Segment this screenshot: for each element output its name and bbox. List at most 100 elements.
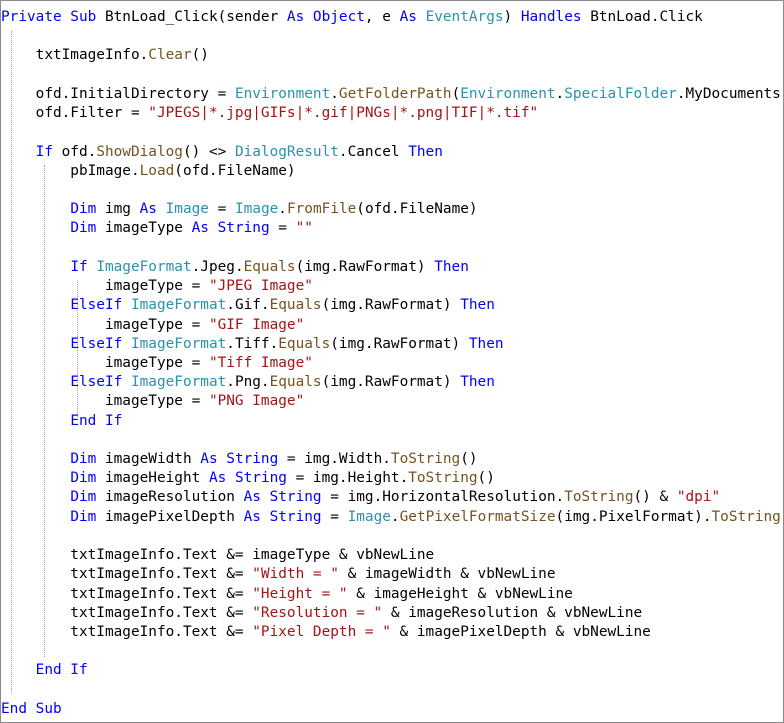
code-text: pbImage. (1, 162, 140, 179)
code-line[interactable]: Dim imageResolution As String = img.Hori… (1, 488, 783, 507)
code-text: ofd. (52, 143, 97, 160)
code-type: Image (347, 508, 391, 525)
code-text: txtImageInfo.Text &= (1, 624, 253, 640)
code-text: txtImageInfo.Text &= (1, 566, 253, 583)
code-text: imageType = (1, 316, 209, 333)
code-string: "dpi" (676, 489, 721, 506)
code-keyword: As (243, 489, 261, 506)
code-text: imagePixelDepth (96, 508, 244, 525)
code-line[interactable]: If ImageFormat.Jpeg.Equals(img.RawFormat… (1, 258, 783, 277)
code-keyword: String (226, 451, 279, 468)
code-listing[interactable]: Private Sub BtnLoad_Click(sender As Obje… (1, 8, 784, 719)
code-line[interactable]: ElseIf ImageFormat.Gif.Equals(img.RawFor… (1, 296, 783, 315)
code-line[interactable]: imageType = "GIF Image" (1, 316, 783, 335)
code-line[interactable] (1, 123, 783, 142)
code-method: GetPixelFormatSize (399, 508, 556, 525)
code-line[interactable]: ofd.Filter = "JPEGS|*.jpg|GIFs|*.gif|PNG… (1, 104, 783, 123)
code-keyword: Then (460, 297, 495, 314)
code-type: ImageFormat (130, 297, 227, 314)
code-line[interactable]: Dim img As Image = Image.FromFile(ofd.Fi… (1, 200, 783, 219)
code-keyword: Then (468, 335, 504, 352)
code-line[interactable]: imageType = "JPEG Image" (1, 277, 783, 296)
code-keyword: Then (434, 258, 469, 275)
code-method: Equals (269, 297, 322, 314)
code-text (1, 470, 70, 486)
code-text: BtnLoad.Click (581, 9, 703, 25)
code-text: imageWidth (96, 451, 201, 468)
code-text: txtImageInfo.Text &= (1, 585, 253, 602)
code-line[interactable] (1, 642, 783, 661)
code-text: ofd.Filter = (1, 105, 149, 122)
code-keyword: Private Sub (1, 9, 97, 25)
code-string: "JPEG Image" (208, 278, 313, 295)
code-text: .Png. (226, 374, 270, 391)
code-keyword: String (269, 489, 322, 506)
code-line[interactable]: ElseIf ImageFormat.Tiff.Equals(img.RawFo… (1, 335, 783, 354)
code-line[interactable]: pbImage.Load(ofd.FileName) (1, 162, 783, 181)
code-keyword: As (139, 201, 157, 218)
code-text: txtImageInfo.Text &= (1, 604, 253, 621)
code-line[interactable]: txtImageInfo.Text &= "Width = " & imageW… (1, 565, 783, 584)
code-line[interactable]: txtImageInfo.Text &= "Pixel Depth = " & … (1, 623, 783, 642)
code-line[interactable] (1, 27, 783, 46)
code-type: ImageFormat (130, 335, 227, 352)
code-text: . (390, 508, 400, 525)
code-line[interactable]: Dim imageWidth As String = img.Width.ToS… (1, 450, 783, 469)
code-keyword: As (286, 9, 305, 25)
code-line[interactable]: ElseIf ImageFormat.Png.Equals(img.RawFor… (1, 373, 783, 392)
code-line[interactable]: Dim imagePixelDepth As String = Image.Ge… (1, 508, 783, 527)
code-keyword: ElseIf (70, 297, 123, 314)
code-line[interactable] (1, 431, 783, 450)
code-line[interactable]: txtImageInfo.Clear() (1, 46, 783, 65)
code-line[interactable]: txtImageInfo.Text &= "Height = " & image… (1, 585, 783, 604)
code-text: () (781, 509, 783, 525)
code-text: (img.RawFormat) (295, 258, 435, 275)
code-text: txtImageInfo.Text &= imageType & vbNewLi… (1, 547, 435, 564)
code-text: .Cancel (338, 143, 409, 160)
code-line[interactable]: txtImageInfo.Text &= imageType & vbNewLi… (1, 546, 783, 565)
code-text (1, 259, 70, 275)
code-text (1, 662, 36, 678)
code-line[interactable]: End If (1, 661, 783, 680)
code-keyword: Then (408, 143, 443, 160)
code-line[interactable]: ofd.InitialDirectory = Environment.GetFo… (1, 85, 784, 104)
code-line[interactable]: imageType = "PNG Image" (1, 392, 783, 411)
code-method: FromFile (286, 201, 357, 218)
code-keyword: Handles (520, 9, 582, 25)
code-line[interactable]: Private Sub BtnLoad_Click(sender As Obje… (1, 8, 783, 27)
code-type: Image (165, 201, 209, 218)
code-text (1, 201, 70, 217)
code-text: imageType = (1, 354, 209, 371)
code-line[interactable] (1, 239, 783, 258)
code-line[interactable]: txtImageInfo.Text &= "Resolution = " & i… (1, 604, 783, 623)
code-text: & imageHeight & vbNewLine (347, 585, 573, 602)
code-text: ofd.InitialDirectory = (1, 85, 235, 102)
code-keyword: Dim (70, 470, 97, 487)
code-line[interactable] (1, 681, 783, 700)
code-line[interactable]: Dim imageHeight As String = img.Height.T… (1, 469, 783, 488)
code-type: EventArgs (425, 9, 504, 25)
code-text (1, 451, 70, 467)
code-method: GetFolderPath (338, 85, 452, 102)
code-keyword: String (234, 470, 287, 487)
code-type: Image (234, 201, 279, 218)
code-keyword: ElseIf (70, 335, 123, 352)
code-line[interactable]: imageType = "Tiff Image" (1, 354, 783, 373)
code-line[interactable]: End Sub (1, 700, 783, 719)
code-line[interactable] (1, 66, 783, 85)
code-line[interactable]: Dim imageType As String = "" (1, 219, 783, 238)
code-text (304, 9, 313, 25)
code-keyword: As (399, 9, 417, 25)
code-line[interactable] (1, 181, 783, 200)
code-string: "Resolution = " (252, 604, 383, 621)
code-line[interactable]: End If (1, 412, 783, 431)
code-line[interactable] (1, 527, 783, 546)
code-text: .Gif. (226, 297, 270, 314)
code-keyword: Then (460, 374, 495, 391)
code-text: .MyDocuments) (676, 85, 784, 102)
code-text: & imagePixelDepth & vbNewLine (390, 624, 651, 640)
code-line[interactable]: If ofd.ShowDialog() <> DialogResult.Canc… (1, 143, 783, 162)
code-keyword: Dim (70, 220, 97, 237)
code-text: txtImageInfo. (1, 47, 149, 64)
